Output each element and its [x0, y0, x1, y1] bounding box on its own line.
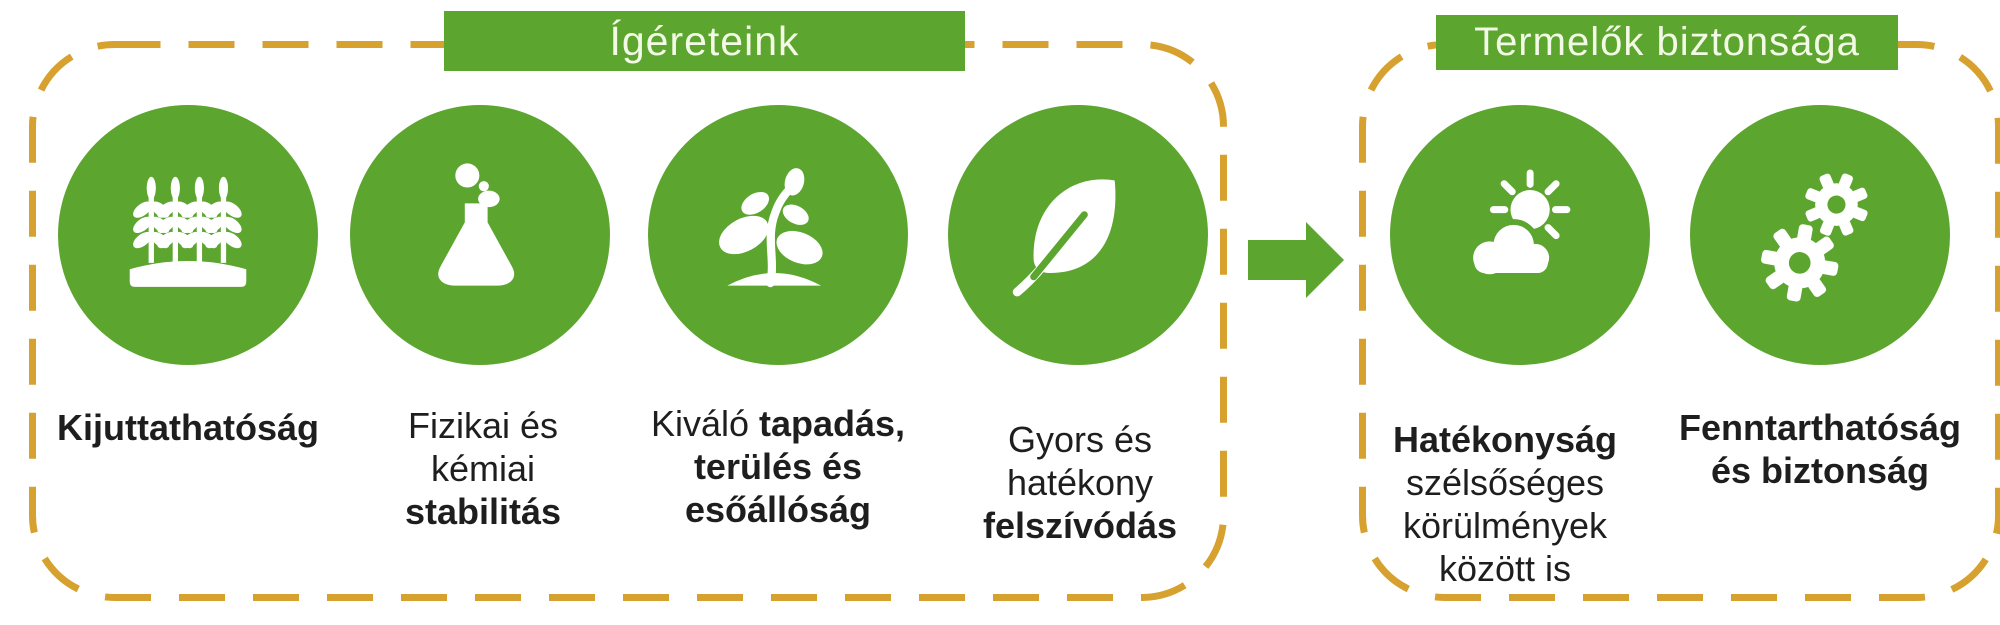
wheat-field-circle	[58, 105, 318, 365]
sun-cloud-icon	[1467, 169, 1571, 280]
sun-cloud-circle	[1390, 105, 1650, 365]
flask-icon	[438, 163, 515, 286]
wheat-field-icon	[112, 159, 264, 287]
arrow-right-icon	[1240, 214, 1352, 311]
flask-circle	[350, 105, 610, 365]
promise-label-applicability: Kijuttathatóság	[56, 407, 319, 448]
leaf-circle	[948, 105, 1208, 365]
seedling-icon	[719, 168, 823, 288]
promises-header: Ígéreteink	[444, 11, 965, 71]
gears-icon	[1754, 162, 1879, 308]
seedling-circle	[648, 105, 908, 365]
gears-circle	[1690, 105, 1950, 365]
producers-header: Termelők biztonsága	[1436, 15, 1898, 70]
leaf-icon	[1012, 179, 1116, 297]
